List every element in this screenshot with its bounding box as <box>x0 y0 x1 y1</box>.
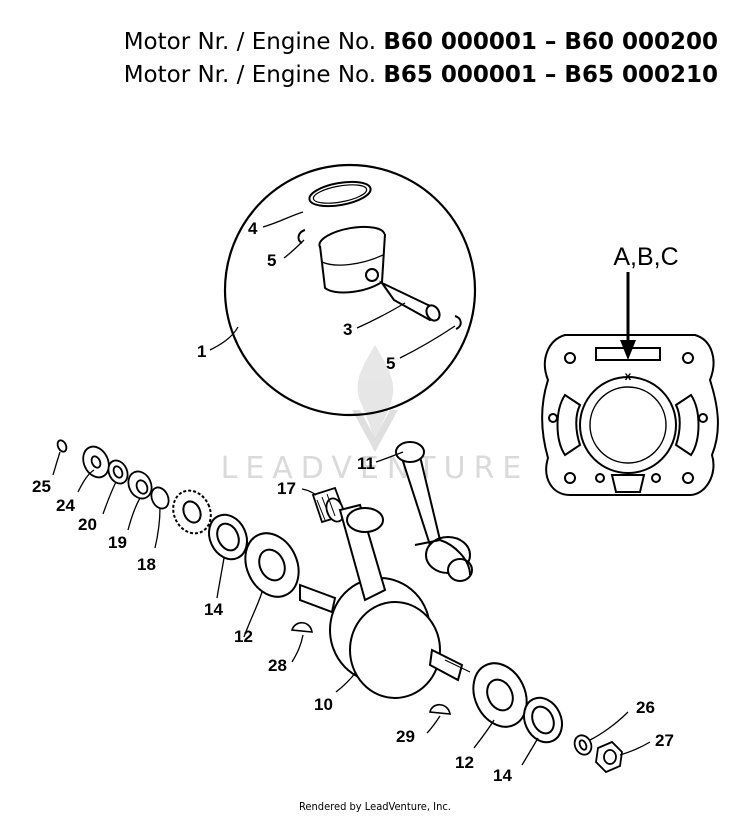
callout-14: 14 <box>204 600 223 619</box>
callout-5: 5 <box>386 354 395 373</box>
gasket-outline <box>541 334 719 496</box>
footer-credit: Rendered by LeadVenture, Inc. <box>299 800 451 813</box>
washer <box>107 459 129 485</box>
piston-pin <box>378 280 441 322</box>
cylinder-mark: x <box>625 369 632 383</box>
circlip <box>56 439 68 453</box>
pump-gear <box>82 445 110 479</box>
callout-1: 1 <box>197 342 206 361</box>
callout-27: 27 <box>655 731 674 750</box>
gasket-port <box>556 393 582 457</box>
main-bearing <box>244 532 300 598</box>
piston-group-circle <box>223 163 477 417</box>
nut <box>595 740 623 774</box>
piston-ring-inner <box>312 184 368 204</box>
gasket-stud-hole <box>651 473 661 483</box>
circlip <box>297 229 306 244</box>
gasket-stud-hole <box>548 413 558 423</box>
woodruff-key <box>290 621 313 633</box>
engine-number-prefix: Motor Nr. / Engine No. <box>123 29 384 55</box>
leader-lines <box>52 451 651 766</box>
gasket-bore-inner <box>589 386 667 464</box>
gasket-port <box>674 393 700 457</box>
watermark-v-icon <box>352 410 398 452</box>
engine-number-header: Motor Nr. / Engine No. B60 000001 – B60 … <box>124 26 718 92</box>
callout-20: 20 <box>78 515 97 534</box>
callout-11: 11 <box>357 454 375 473</box>
callout-numbers: 1 3 4 5 5 10 11 12 12 14 14 17 18 19 20 … <box>32 219 674 785</box>
crankshaft <box>299 503 471 699</box>
engine-number-range: B60 000001 – B60 000200 <box>383 29 718 55</box>
gasket-stud-hole <box>698 413 708 423</box>
gasket-port <box>595 347 661 361</box>
washer <box>573 734 593 756</box>
nut <box>127 470 153 500</box>
callout-12: 12 <box>455 753 474 772</box>
main-bearing <box>472 662 528 728</box>
piston-ring <box>308 180 372 208</box>
connecting-rod <box>395 441 473 582</box>
callout-10: 10 <box>314 695 333 714</box>
piston-group <box>223 163 477 417</box>
callout-3: 3 <box>343 320 352 339</box>
engine-number-prefix: Motor Nr. / Engine No. <box>123 62 384 88</box>
piston <box>318 225 386 294</box>
callout-12: 12 <box>234 627 253 646</box>
gasket-port <box>610 474 646 493</box>
cylinder-gasket <box>541 334 719 496</box>
lock-washer <box>150 486 170 510</box>
callout-26: 26 <box>636 698 655 717</box>
engine-number-line-1: Motor Nr. / Engine No. B60 000001 – B60 … <box>124 26 718 59</box>
callout-28: 28 <box>268 656 287 675</box>
watermark-text: LEADVENTURE <box>221 451 530 486</box>
callout-17: 17 <box>277 479 296 498</box>
circlip <box>454 315 462 330</box>
shaft-seal <box>523 696 563 744</box>
leader-lines <box>209 211 456 359</box>
gasket-stud-hole <box>595 473 605 483</box>
engine-number-line-2: Motor Nr. / Engine No. B65 000001 – B65 … <box>124 59 718 92</box>
shaft-seal <box>208 513 248 561</box>
callout-19: 19 <box>108 533 127 552</box>
watermark-flame-icon <box>357 345 394 445</box>
gasket-stud-hole <box>682 472 694 484</box>
cylinder-label: A,B,C <box>613 243 678 271</box>
callout-24: 24 <box>56 496 75 515</box>
gasket-bore <box>579 376 677 474</box>
gasket-stud-hole <box>564 472 576 484</box>
callout-4: 4 <box>248 219 258 238</box>
primary-gear <box>172 489 212 535</box>
gasket-stud-hole <box>682 352 694 364</box>
callout-18: 18 <box>137 555 156 574</box>
woodruff-key <box>429 703 451 715</box>
callout-25: 25 <box>32 477 51 496</box>
gasket-stud-hole <box>564 352 576 364</box>
arrow-icon <box>620 272 636 360</box>
needle-bearing <box>311 486 347 524</box>
callout-14: 14 <box>493 766 512 785</box>
leadventure-watermark: LEADVENTURE <box>221 345 530 486</box>
callout-29: 29 <box>396 727 415 746</box>
callout-5: 5 <box>267 251 276 270</box>
engine-number-range: B65 000001 – B65 000210 <box>383 62 718 88</box>
